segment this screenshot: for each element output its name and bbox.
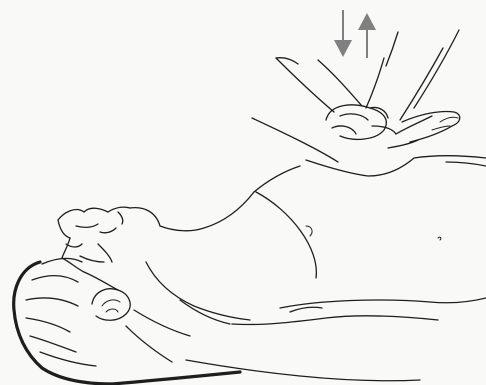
arrow-up-icon [358,13,376,58]
patient-hair [14,258,190,384]
ground-line [112,360,420,384]
patient-torso [232,156,486,325]
rescuer-hands [326,105,460,148]
patient-ear [92,289,130,321]
patient-neck [146,192,254,324]
arrow-down-icon [334,10,352,57]
patient-head [58,207,160,272]
rescuer-arms [252,30,459,162]
